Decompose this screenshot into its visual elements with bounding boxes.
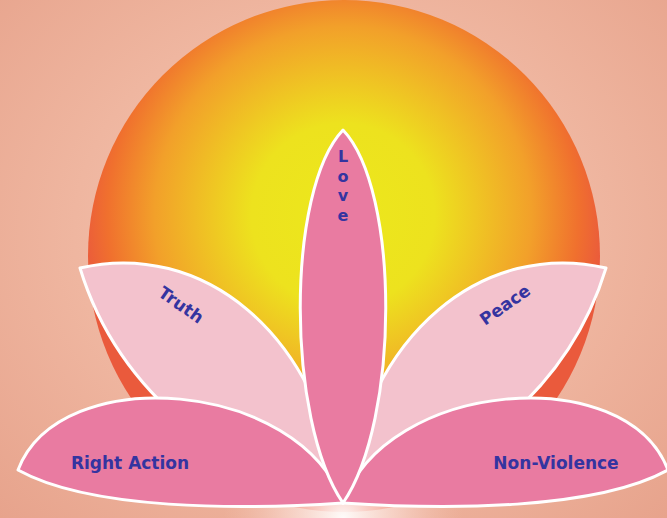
lotus-petal: Right Action <box>12 375 347 512</box>
petal-outline <box>12 375 347 512</box>
lotus-petal: Love <box>295 125 391 507</box>
petal-outline <box>339 375 667 512</box>
lotus-petal: Non-Violence <box>339 375 667 512</box>
petal-shape <box>18 398 343 507</box>
petal-label: Non-Violence <box>493 453 618 473</box>
petal-label: Right Action <box>71 453 189 473</box>
petal-label: Love <box>337 147 349 225</box>
petal-shape <box>343 398 667 507</box>
